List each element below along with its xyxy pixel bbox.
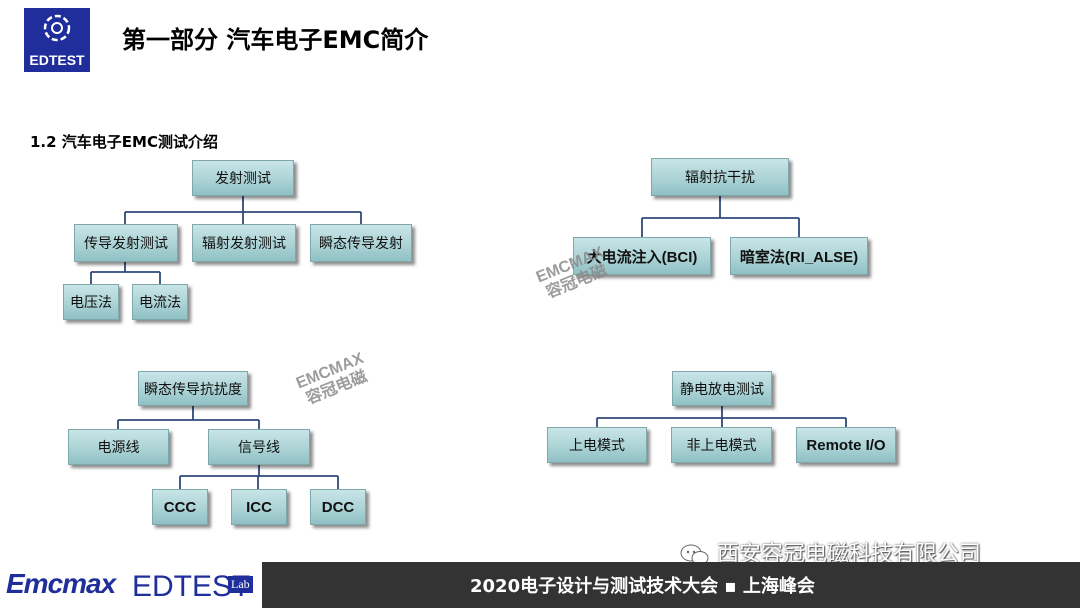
radiated-connectors [641,196,800,237]
transient-connectors [117,406,339,489]
connector-lines [90,196,847,489]
current-method-box: 电流法 [132,284,188,320]
emission-connectors [90,196,362,284]
conducted-emission-box: 传导发射测试 [74,224,178,262]
power-line-box: 电源线 [68,429,169,465]
conference-title: 2020电子设计与测试技术大会 ▪ 上海峰会 [470,576,815,597]
esd-connectors [596,406,847,427]
wechat-icon [680,544,709,565]
emcmax-logo: Emcmax [6,568,116,599]
unpowered-mode-box: 非上电模式 [671,427,772,463]
edtest-logo: EDTEST [24,8,90,72]
page-title: 第一部分 汽车电子EMC简介 [122,26,429,54]
section-title: 1.2 汽车电子EMC测试介绍 [30,133,218,151]
remote-io-box: Remote I/O [796,427,896,463]
emission-root-box: 发射测试 [192,160,294,196]
transient-immunity-root-box: 瞬态传导抗扰度 [138,371,248,406]
signal-line-box: 信号线 [208,429,310,465]
logo-text: EDTEST [29,52,85,68]
logo-emblem-icon [43,14,71,42]
transient-emission-box: 瞬态传导发射 [310,224,412,262]
radiated-immunity-root-box: 辐射抗干扰 [651,158,789,196]
ri-alse-box: 暗室法(RI_ALSE) [730,237,868,275]
powered-mode-box: 上电模式 [547,427,647,463]
bci-box: 大电流注入(BCI) [573,237,711,275]
icc-box: ICC [231,489,287,525]
radiated-emission-box: 辐射发射测试 [192,224,296,262]
ccc-box: CCC [152,489,208,525]
dcc-box: DCC [310,489,366,525]
esd-root-box: 静电放电测试 [672,371,772,406]
footer-bar: Emcmax EDTEST Lab 2020电子设计与测试技术大会 ▪ 上海峰会 [0,562,1080,608]
footer-logos: Emcmax EDTEST Lab [0,562,262,608]
voltage-method-box: 电压法 [63,284,119,320]
lab-badge: Lab [228,576,253,593]
